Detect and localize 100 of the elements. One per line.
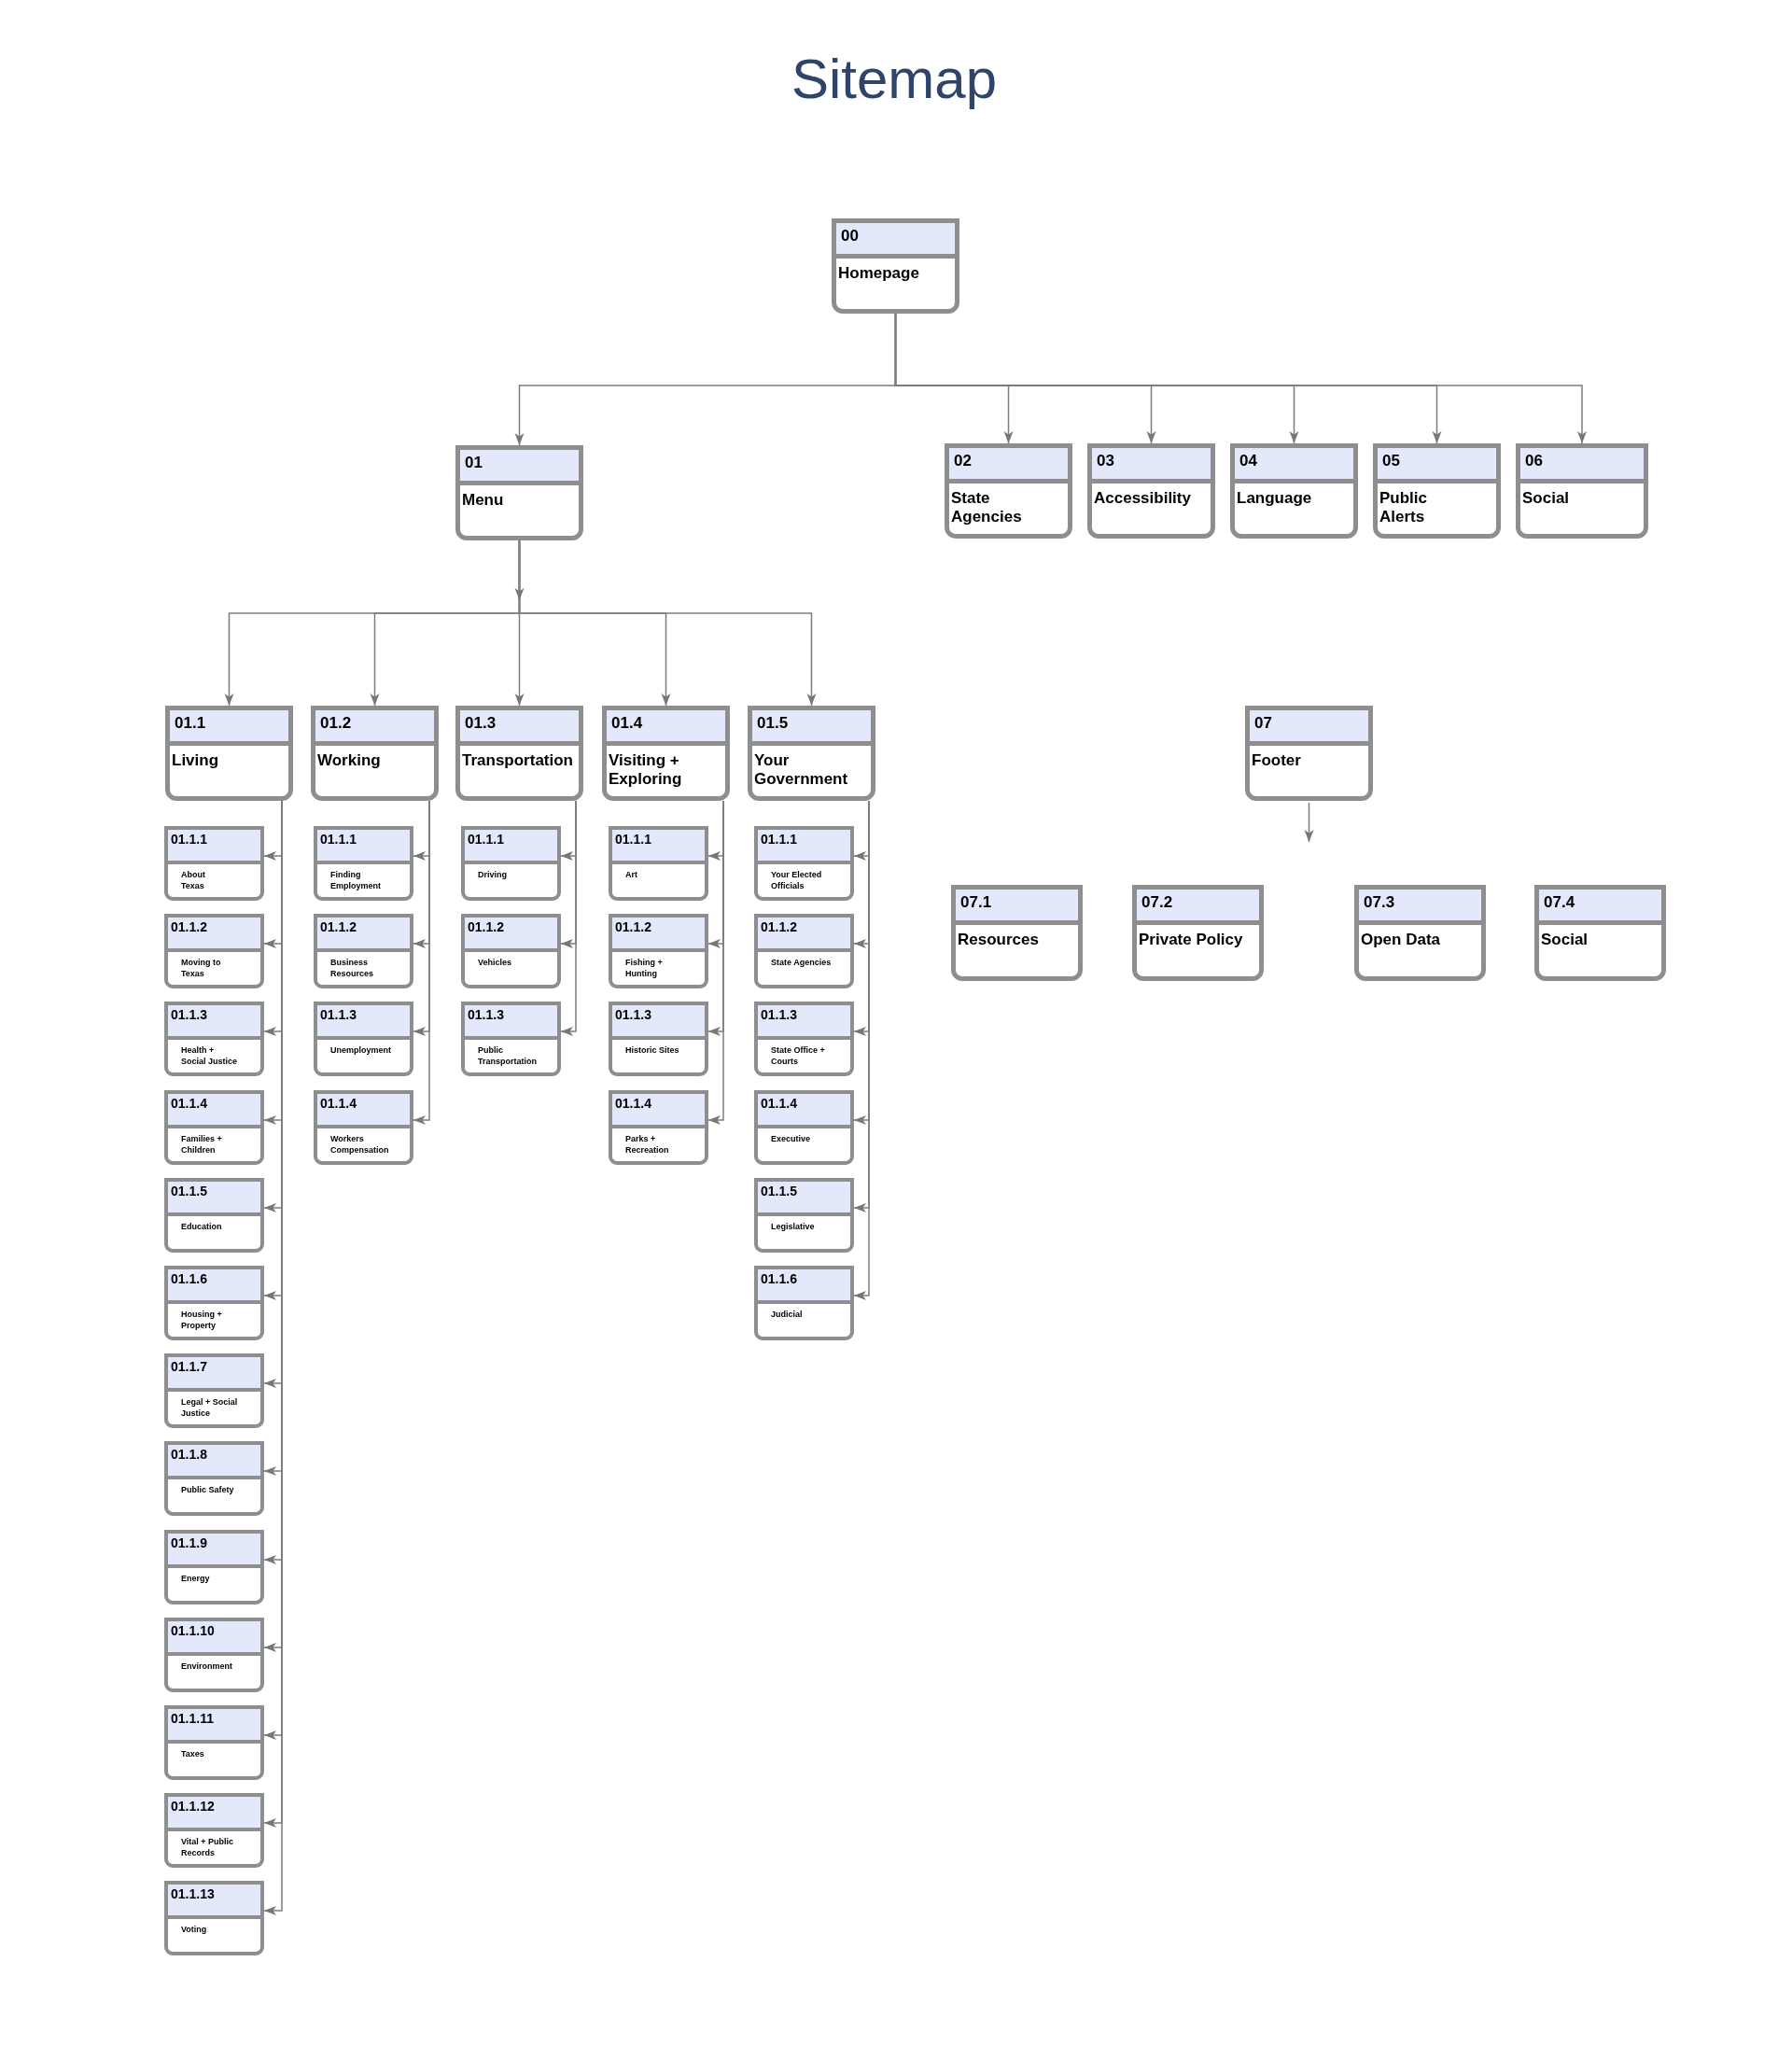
section-number: 01.1.10 xyxy=(171,1623,215,1639)
section-number: 07.4 xyxy=(1544,893,1575,912)
section-number: 07 xyxy=(1254,714,1272,733)
page-card xyxy=(164,1353,264,1428)
section-number: 01.1.3 xyxy=(171,1007,207,1023)
page-name: Public Alerts xyxy=(1379,489,1428,527)
page-card xyxy=(164,1441,264,1516)
page-name: Accessibility xyxy=(1094,489,1191,509)
page-card xyxy=(754,914,854,988)
page-name: Transportation xyxy=(462,751,573,771)
page-name: Driving xyxy=(478,870,507,881)
page-name: Visiting + Exploring xyxy=(609,751,683,790)
page-card xyxy=(461,914,561,988)
page-name: Housing + Property xyxy=(181,1310,223,1332)
page-name: Fishing + Hunting xyxy=(625,958,664,980)
section-number: 02 xyxy=(954,452,972,470)
page-name: Language xyxy=(1237,489,1312,509)
section-number: 01.1.3 xyxy=(615,1007,651,1023)
page-card xyxy=(1132,885,1264,981)
page-name: Finding Employment xyxy=(330,870,382,892)
page-name: Social xyxy=(1541,931,1589,950)
page-card xyxy=(609,1090,708,1165)
section-number: 01.3 xyxy=(465,714,497,733)
page-name: Living xyxy=(172,751,219,771)
page-card xyxy=(609,1002,708,1076)
page-name: Workers Compensation xyxy=(330,1134,390,1156)
page-name: State Agencies xyxy=(951,489,1023,527)
section-number: 01.1.1 xyxy=(615,832,651,848)
page-name: State Office + Courts xyxy=(771,1045,826,1068)
page-card xyxy=(609,826,708,901)
page-card xyxy=(455,706,583,801)
page-card xyxy=(748,706,875,801)
section-number: 01.1.2 xyxy=(615,919,651,935)
page-name: Executive xyxy=(771,1134,811,1145)
section-number: 01.1.4 xyxy=(615,1096,651,1112)
section-number: 01.1.11 xyxy=(171,1711,214,1727)
section-number: 01.1.4 xyxy=(320,1096,357,1112)
section-number: 07.1 xyxy=(960,893,992,912)
page-card xyxy=(314,1002,413,1076)
page-card xyxy=(164,1530,264,1605)
section-number: 01.1.7 xyxy=(171,1359,207,1375)
page-card xyxy=(314,914,413,988)
page-name: Business Resources xyxy=(330,958,375,980)
section-number: 01.1.9 xyxy=(171,1535,207,1551)
page-name: Your Elected Officials xyxy=(771,870,823,892)
section-number: 01.1.4 xyxy=(171,1096,207,1112)
section-number: 01.1.6 xyxy=(171,1271,207,1287)
page-name: Parks + Recreation xyxy=(625,1134,670,1156)
section-number: 05 xyxy=(1382,452,1400,470)
section-number: 01.2 xyxy=(320,714,352,733)
page-card xyxy=(314,1090,413,1165)
page-name: Homepage xyxy=(838,264,919,284)
section-number: 01.1.5 xyxy=(171,1184,207,1199)
arrow xyxy=(514,540,525,601)
page-card xyxy=(945,443,1072,539)
section-number: 01.1.3 xyxy=(761,1007,797,1023)
page-card xyxy=(951,885,1083,981)
section-number: 04 xyxy=(1239,452,1257,470)
section-number: 00 xyxy=(841,227,859,245)
page-card xyxy=(311,706,439,801)
section-number: 01.1 xyxy=(175,714,206,733)
page-name: Education xyxy=(181,1222,222,1233)
page-card xyxy=(164,1090,264,1165)
section-number: 01.1.1 xyxy=(761,832,797,848)
section-number: 01.1.1 xyxy=(320,832,357,848)
page-card xyxy=(754,1178,854,1253)
page-name: Private Policy xyxy=(1139,931,1243,950)
page-card xyxy=(164,1178,264,1253)
page-card xyxy=(754,1002,854,1076)
section-number: 01.1.2 xyxy=(320,919,357,935)
page-card xyxy=(609,914,708,988)
page-card xyxy=(1245,706,1373,801)
page-name: Resources xyxy=(958,931,1039,950)
section-number: 07.2 xyxy=(1141,893,1173,912)
page-name: Art xyxy=(625,870,637,881)
page-name: Moving to Texas xyxy=(181,958,222,980)
section-number: 01.1.1 xyxy=(468,832,504,848)
page-name: Energy xyxy=(181,1574,210,1585)
page-card xyxy=(1516,443,1648,539)
page-name: Legal + Social Justice xyxy=(181,1397,239,1420)
page-card xyxy=(164,1881,264,1955)
section-number: 06 xyxy=(1525,452,1543,470)
page-card xyxy=(1230,443,1358,539)
page-name: Working xyxy=(317,751,381,771)
page-card xyxy=(461,1002,561,1076)
page-name: Families + Children xyxy=(181,1134,223,1156)
page-name: Footer xyxy=(1252,751,1301,771)
page-name: Public Safety xyxy=(181,1485,234,1496)
page-card xyxy=(455,445,583,540)
section-number: 03 xyxy=(1097,452,1114,470)
diagram-title: Sitemap xyxy=(791,49,998,110)
page-name: About Texas xyxy=(181,870,206,892)
page-card xyxy=(1087,443,1215,539)
page-name: Judicial xyxy=(771,1310,803,1321)
page-card xyxy=(314,826,413,901)
section-number: 01.1.5 xyxy=(761,1184,797,1199)
page-card xyxy=(164,914,264,988)
page-name: State Agencies xyxy=(771,958,832,969)
page-name: Your Government xyxy=(754,751,849,790)
page-card xyxy=(754,1266,854,1340)
